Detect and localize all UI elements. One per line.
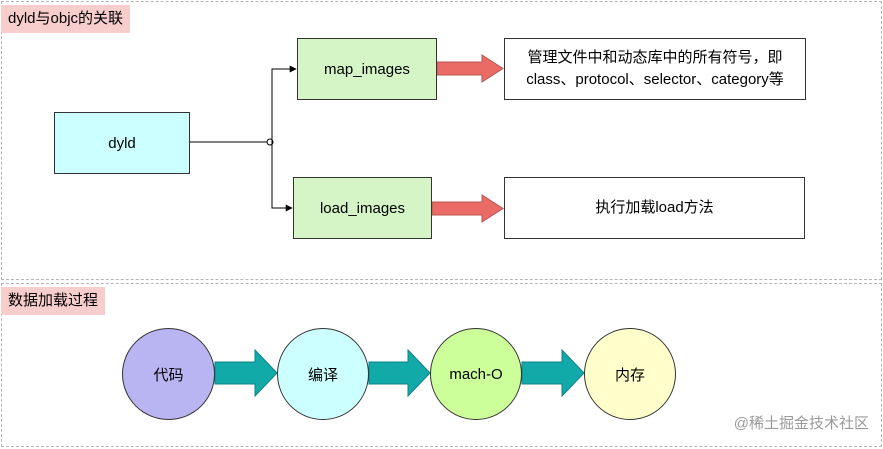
relation-section xyxy=(1,1,882,280)
step-code-label: 代码 xyxy=(153,366,184,384)
map-images-label: map_images xyxy=(324,60,410,78)
step-compile-label: 编译 xyxy=(307,366,338,384)
load-images-node: load_images xyxy=(293,177,432,239)
step-compile: 编译 xyxy=(277,328,369,420)
step-mach-o-label: mach-O xyxy=(449,365,503,383)
loading-process-title: 数据加载过程 xyxy=(1,287,106,315)
loading-process-section xyxy=(1,283,882,447)
connector-to-map-images xyxy=(271,65,297,142)
arrow-code-to-compile xyxy=(214,348,278,398)
arrow-macho-to-memory xyxy=(521,348,585,398)
connector-to-load-images xyxy=(271,142,293,212)
load-images-label: load_images xyxy=(319,199,406,217)
dyld-node: dyld xyxy=(54,112,190,174)
step-mach-o: mach-O xyxy=(430,328,522,420)
load-images-result: 执行加载load方法 xyxy=(504,177,805,239)
arrow-map-to-result xyxy=(436,54,504,83)
map-images-node: map_images xyxy=(297,38,437,100)
relation-section-title: dyld与objc的关联 xyxy=(1,5,131,33)
arrow-load-to-result xyxy=(431,194,504,223)
step-memory-label: 内存 xyxy=(614,366,645,384)
map-images-result: 管理文件中和动态库中的所有符号，即 class、protocol、selecto… xyxy=(504,38,806,100)
map-images-result-line1: 管理文件中和动态库中的所有符号，即 xyxy=(527,49,783,66)
load-images-result-label: 执行加载load方法 xyxy=(595,199,714,216)
dyld-node-label: dyld xyxy=(108,134,136,152)
step-code: 代码 xyxy=(122,328,215,420)
map-images-result-line2: class、protocol、selector、category等 xyxy=(526,71,784,88)
watermark: @稀土掘金技术社区 xyxy=(733,415,869,432)
step-memory: 内存 xyxy=(584,328,676,420)
arrow-compile-to-macho xyxy=(368,348,431,398)
